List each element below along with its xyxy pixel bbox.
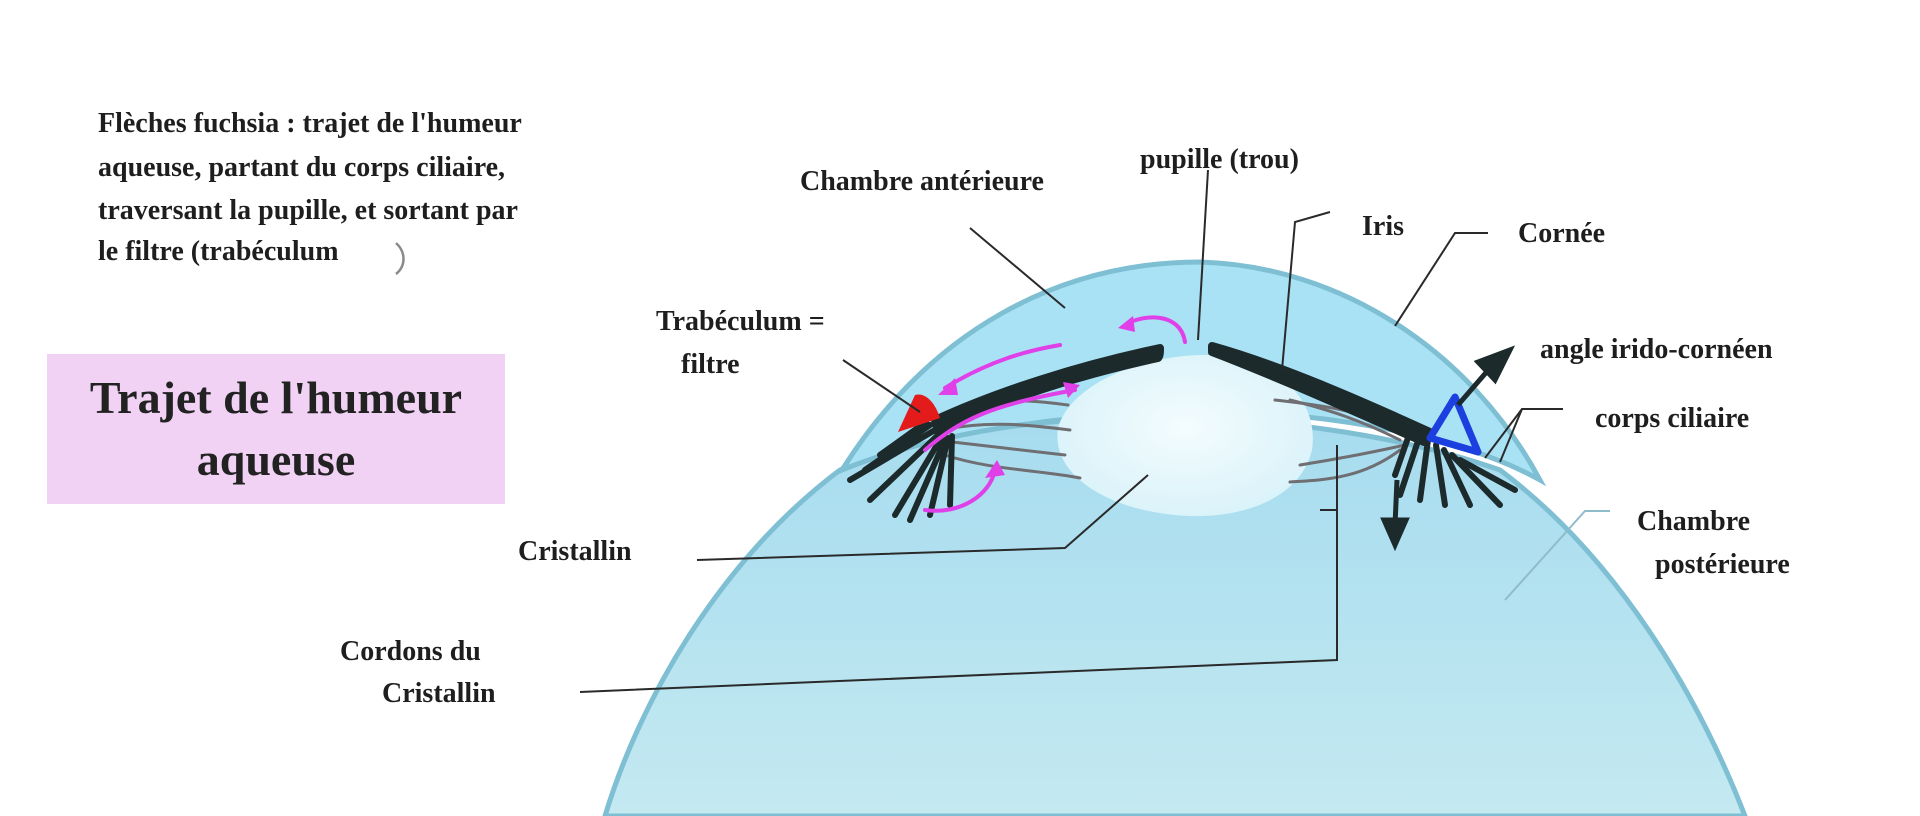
ciliary-body-left (847, 419, 955, 523)
label-cornee: Cornée (1518, 218, 1605, 249)
label-cordons-1: Cordons du (340, 636, 481, 667)
leader-cornee (1394, 232, 1488, 327)
caption-line-1: Flèches fuchsia : trajet de l'humeur (98, 108, 522, 139)
label-pupille: pupille (trou) (1140, 144, 1299, 175)
label-angle-irido-corneen: angle irido-cornéen (1540, 334, 1773, 365)
drainage-arrows (1380, 345, 1516, 552)
label-corps-ciliaire: corps ciliaire (1595, 403, 1749, 434)
label-trabeculum: Trabéculum = (656, 306, 825, 337)
page-title: Trajet de l'humeur aqueuse (89, 372, 463, 485)
aqueous-flow-arrows (923, 315, 1187, 513)
caption-line-2: aqueuse, partant du corps ciliaire, (98, 152, 505, 183)
leader-cristallin (696, 474, 1149, 561)
iris-left (931, 344, 1164, 436)
leader-pupille (1197, 169, 1209, 341)
leader-chambre-anterieure (969, 227, 1066, 309)
leader-lines (579, 169, 1610, 693)
aqueous-flow-arrowheads (938, 316, 1135, 478)
label-chambre-anterieure: Chambre antérieure (800, 166, 1044, 197)
leader-chambre-posterieure (1504, 510, 1610, 601)
label-filtre: filtre (681, 349, 740, 380)
ciliary-body-right (1392, 429, 1518, 508)
label-cristallin: Cristallin (518, 536, 632, 567)
leader-cordons (579, 445, 1338, 693)
irido-corneal-angle (1426, 393, 1482, 456)
label-iris: Iris (1362, 211, 1404, 242)
label-chambre-posterieure-1: Chambre (1637, 506, 1750, 537)
trabeculum (898, 394, 940, 432)
caption-closing-paren (395, 242, 405, 275)
caption-line-4: le filtre (trabéculum (98, 236, 339, 267)
caption-line-3: traversant la pupille, et sortant par (98, 195, 518, 226)
label-cordons-2: Cristallin (382, 678, 496, 709)
crystalline-lens (1057, 355, 1313, 517)
title-box: Trajet de l'humeur aqueuse (47, 354, 505, 504)
leader-trabeculum (842, 359, 921, 413)
label-chambre-posterieure-2: postérieure (1655, 549, 1790, 580)
leader-iris (1281, 211, 1331, 371)
leader-corps-ciliaire-2 (1499, 408, 1523, 463)
